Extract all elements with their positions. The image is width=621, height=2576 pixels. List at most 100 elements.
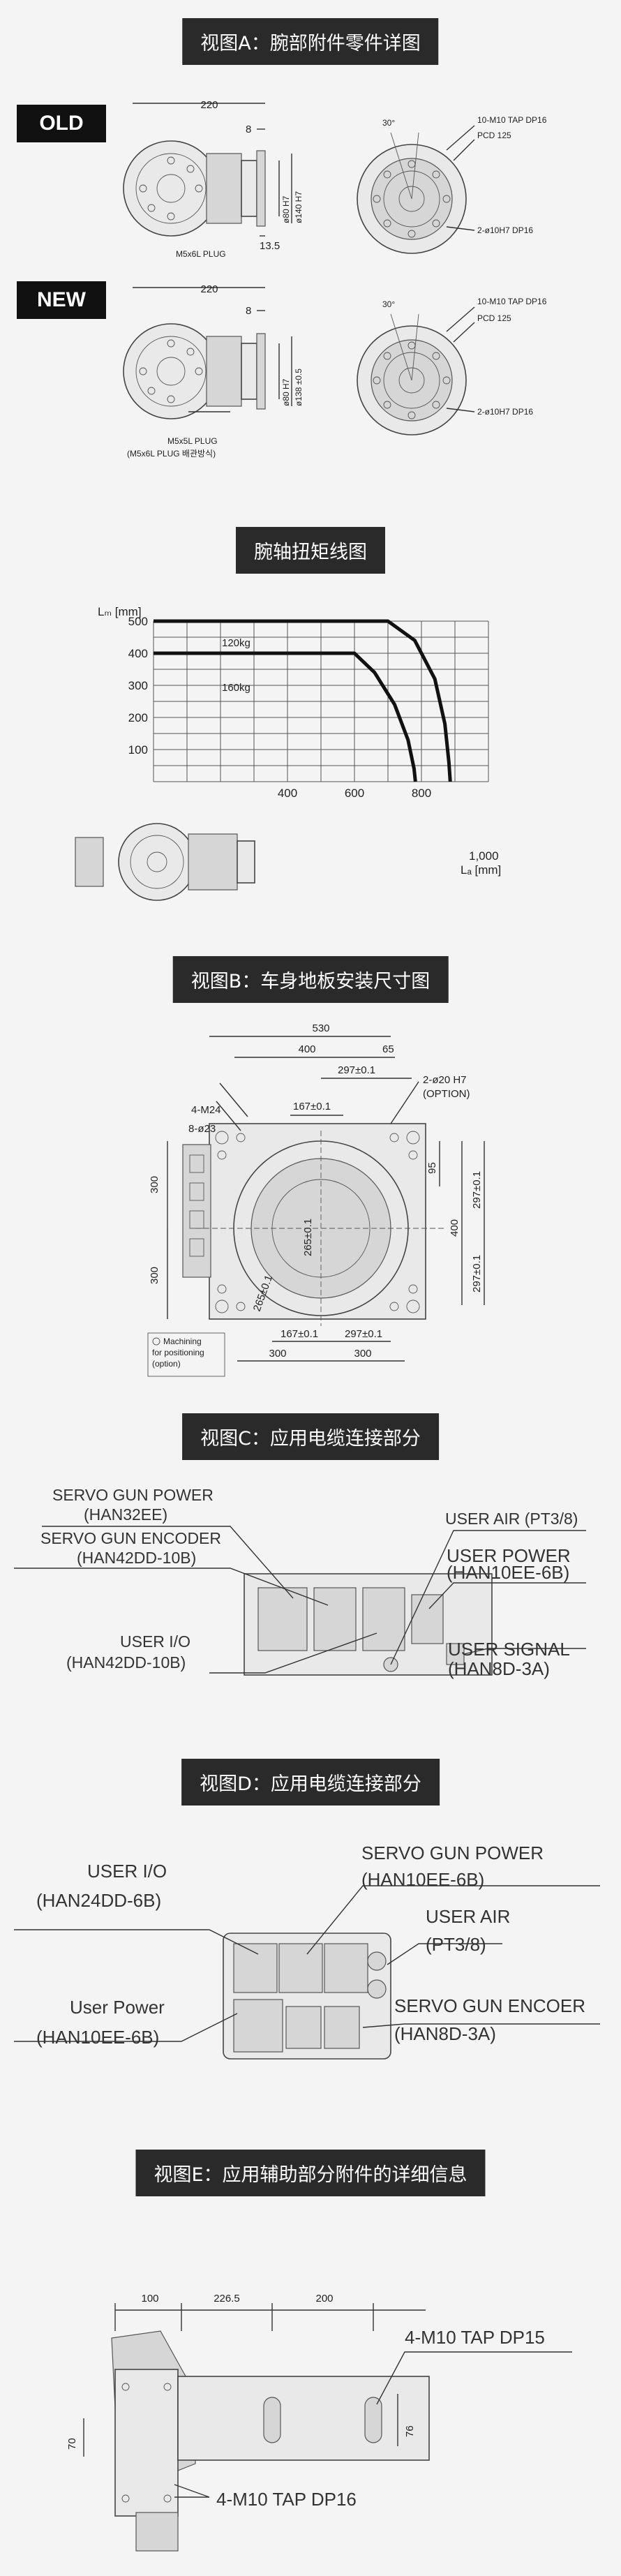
y-tick-label: 100	[128, 743, 148, 757]
d-user-power-code: (HAN10EE-6B)	[36, 2027, 159, 2048]
e-tap-16: 4-M10 TAP DP16	[216, 2489, 357, 2510]
chart-series	[154, 619, 452, 782]
x-tick-label: 800	[412, 787, 431, 800]
y-tick-label: 200	[128, 711, 148, 724]
dim-265-a: 265±0.1	[302, 1219, 314, 1256]
series-line-120kg	[154, 619, 452, 782]
new-tap-label: 10-M10 TAP DP16	[477, 297, 547, 306]
machining-line-3: (option)	[152, 1359, 181, 1369]
y-tick-label: 400	[128, 647, 148, 660]
x-tick-label: 400	[278, 787, 297, 800]
new-dia-138: ø138 ±0.5	[294, 368, 304, 406]
new-angle-30: 30°	[382, 299, 395, 309]
y-tick-label: 300	[128, 679, 148, 692]
old-dia-140: ø140 H7	[294, 191, 304, 223]
tap-slot-1	[263, 2397, 281, 2443]
e-dim-100: 100	[141, 2293, 158, 2305]
c-servo-power-code: (HAN32EE)	[84, 1505, 167, 1524]
dim-297-top: 297±0.1	[338, 1064, 375, 1076]
new-flange-view	[357, 306, 475, 435]
c-user-power: USER POWER	[447, 1545, 571, 1566]
d-user-power: User Power	[70, 1997, 165, 2018]
new-plug-note: (M5x6L PLUG 배관방식)	[127, 449, 216, 459]
old-tag: OLD	[17, 105, 106, 142]
wrist-drawings: 220 8 13.5 M5x6L PLUG ø80 H7 ø140 H7 30°…	[123, 99, 547, 459]
old-tap-label: 10-M10 TAP DP16	[477, 115, 547, 125]
arm-body	[177, 2376, 430, 2461]
dim-300-bottom-right: 300	[354, 1348, 371, 1360]
d-servo-power: SERVO GUN POWER	[361, 1842, 544, 1863]
dim-530: 530	[312, 1022, 329, 1034]
e-dim-2265: 226.5	[214, 2293, 240, 2305]
mount-plate	[114, 2369, 179, 2517]
c-user-signal-code: (HAN8D-3A)	[448, 1658, 550, 1679]
torque-header: 腕轴扭矩线图	[236, 527, 385, 574]
old-pcd-label: PCD 125	[477, 131, 511, 140]
wrist-sketch	[75, 823, 255, 901]
machining-line-1: Machining	[163, 1337, 202, 1346]
user-io-connector	[362, 1587, 405, 1651]
new-pin-label: 2-ø10H7 DP16	[477, 407, 533, 417]
dim-297-right-bottom: 297±0.1	[471, 1255, 483, 1293]
user-power-connector-d	[233, 1999, 283, 2053]
option-label: (OPTION)	[423, 1088, 470, 1100]
old-pin-label: 2-ø10H7 DP16	[477, 225, 533, 235]
servo-power-connector-d	[278, 1943, 323, 1993]
d-servo-encoder-code: (HAN8D-3A)	[394, 2023, 496, 2044]
d-servo-power-code: (HAN10EE-6B)	[361, 1869, 484, 1890]
old-angle-30: 30°	[382, 118, 395, 128]
c-user-io: USER I/O	[120, 1632, 190, 1651]
old-dim-135: 13.5	[260, 240, 280, 252]
view-e-header: 视图E：应用辅助部分附件的详细信息	[135, 2150, 486, 2196]
d-user-air-code: (PT3/8)	[426, 1934, 486, 1955]
new-pcd-label: PCD 125	[477, 313, 511, 323]
c-servo-encoder-code: (HAN42DD-10B)	[77, 1549, 196, 1567]
servo-power-connector	[257, 1587, 308, 1651]
servo-encoder-connector-d2	[324, 2006, 360, 2049]
servo-encoder-connector-d	[285, 2006, 322, 2049]
d-user-io: USER I/O	[87, 1861, 167, 1882]
floor-mount-drawing: 530 400 65 297±0.1 167±0.1 4-M24 8-ø23 2…	[147, 1022, 485, 1377]
series-label-160: 160kg	[222, 682, 250, 694]
new-dia-80: ø80 H7	[281, 378, 291, 406]
old-dim-220: 220	[200, 99, 218, 111]
c-servo-encoder: SERVO GUN ENCODER	[40, 1529, 221, 1547]
y-axis-unit: Lₘ [mm]	[98, 605, 142, 618]
c-user-io-code: (HAN42DD-10B)	[66, 1653, 186, 1672]
view-c-header: 视图C：应用电缆连接部分	[182, 1413, 439, 1460]
dim-400: 400	[298, 1043, 315, 1055]
old-dim-8: 8	[246, 124, 251, 135]
series-line-160kg	[154, 651, 417, 782]
dim-400-right: 400	[449, 1219, 461, 1237]
dim-300-left-top: 300	[149, 1176, 160, 1193]
user-power-connector-c	[411, 1594, 444, 1644]
cable-connection-c: SERVO GUN POWER (HAN32EE) SERVO GUN ENCO…	[14, 1486, 586, 1679]
auxiliary-attachment-drawing: 100 226.5 200 70 76 4-M10 TAP DP15 4-M10…	[66, 2293, 572, 2552]
old-flange-view	[357, 125, 475, 254]
user-io-connector-d	[233, 1943, 278, 1993]
cable-connection-d: USER I/O (HAN24DD-6B) User Power (HAN10E…	[14, 1842, 600, 2060]
view-a-header: 视图A：腕部附件零件详图	[182, 18, 439, 65]
e-dim-70: 70	[66, 2438, 78, 2450]
m24-label: 4-M24	[191, 1104, 221, 1116]
dim-300-left-bottom: 300	[149, 1267, 160, 1284]
new-plug-label: M5x5L PLUG	[167, 436, 218, 446]
new-side-view	[123, 287, 292, 419]
new-dim-8: 8	[246, 305, 251, 317]
new-tag: NEW	[17, 281, 106, 319]
e-tap-15: 4-M10 TAP DP15	[405, 2327, 545, 2348]
x-axis-unit: Lₐ [mm]	[461, 863, 501, 877]
hole-23-label: 8-ø23	[188, 1123, 216, 1135]
dim-65: 65	[382, 1043, 394, 1055]
c-servo-power: SERVO GUN POWER	[52, 1486, 214, 1504]
dim-167-top: 167±0.1	[293, 1101, 331, 1112]
e-dim-76: 76	[404, 2425, 416, 2437]
old-side-view	[123, 103, 292, 237]
series-label-120: 120kg	[222, 637, 250, 649]
machining-line-2: for positioning	[152, 1348, 204, 1357]
dim-297-bottom: 297±0.1	[345, 1328, 382, 1340]
c-user-signal: USER SIGNAL	[448, 1639, 570, 1660]
